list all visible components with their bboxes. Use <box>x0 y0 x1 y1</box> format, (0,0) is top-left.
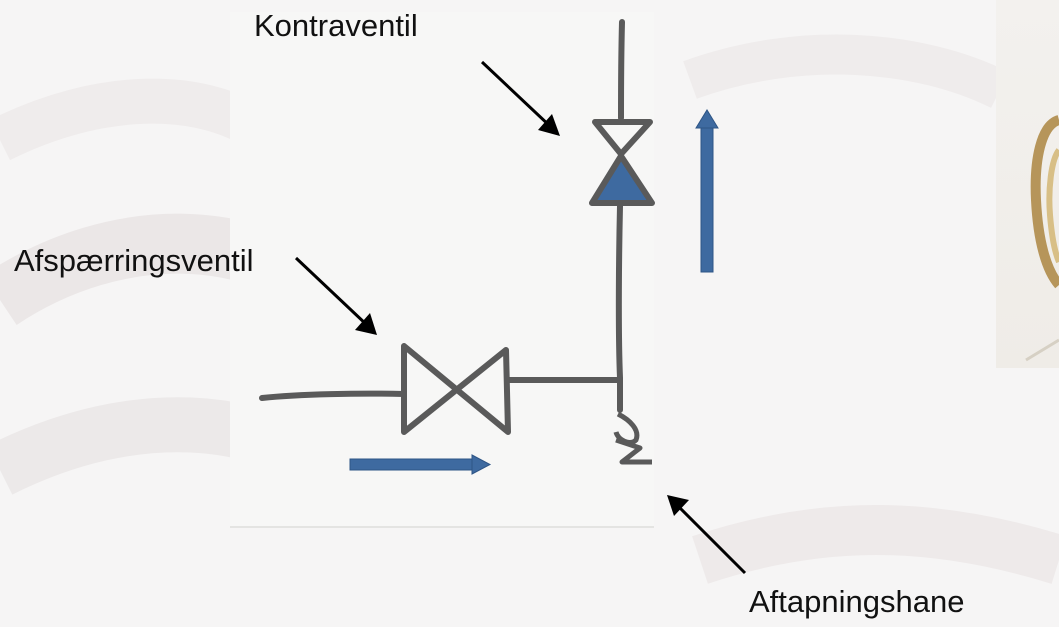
label-check-valve: Kontraventil <box>254 8 418 43</box>
label-drain-cock: Aftapningshane <box>749 584 965 619</box>
drain-cock-symbol <box>613 411 652 465</box>
flow-arrow-right <box>349 454 492 475</box>
label-shutoff-valve: Afspærringsventil <box>14 243 254 278</box>
vertical-pipe-lower <box>615 203 623 413</box>
flow-arrow-up <box>695 109 719 273</box>
check-valve-symbol <box>589 119 655 206</box>
product-photo-partial <box>996 0 1059 368</box>
sketch-panel <box>230 12 654 528</box>
pointer-arrow-shutoff-valve <box>294 256 377 335</box>
pointer-arrow-check-valve <box>480 60 560 136</box>
vertical-pipe-upper <box>618 19 625 121</box>
shutoff-valve-symbol <box>401 343 511 435</box>
pointer-arrow-drain-cock <box>667 495 747 575</box>
horizontal-pipe-left <box>259 390 407 401</box>
